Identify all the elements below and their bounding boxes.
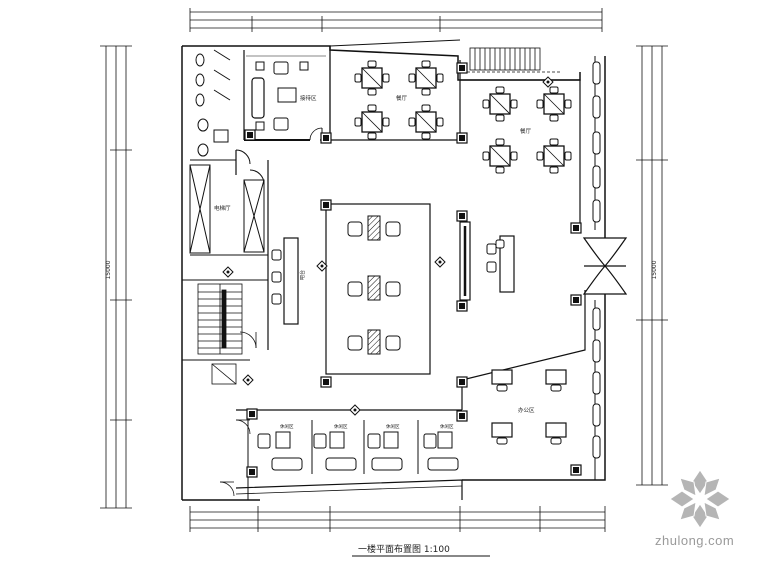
- dining-b-label: 餐厅: [520, 127, 532, 135]
- lounge-labels: 休闲区 休闲区 休闲区 休闲区: [280, 423, 454, 430]
- restroom-fixtures: [195, 49, 231, 157]
- office-label: 办公区: [518, 406, 535, 414]
- bottom-left-doors: [219, 419, 251, 497]
- dining-a-label: 餐厅: [396, 94, 408, 102]
- right-dimension-label: 15000: [651, 260, 658, 279]
- lounge-label-2: 休闲区: [334, 423, 348, 430]
- main-entrance-door: [582, 237, 628, 295]
- bar-counter: 吧台: [271, 237, 306, 325]
- drawing-title: 一楼平面布置图 1:100: [358, 543, 450, 555]
- left-dimension-label: 15000: [105, 260, 112, 279]
- lift-lobby: [189, 149, 265, 254]
- door-swing: [309, 127, 323, 141]
- lounge-label-4: 休闲区: [440, 423, 454, 430]
- bar-label: 吧台: [299, 270, 306, 280]
- stair-landing: [211, 363, 237, 385]
- lounge-label-3: 休闲区: [386, 423, 400, 430]
- decor-partition: [459, 221, 471, 301]
- stair-top: [462, 47, 560, 73]
- right-windows: [592, 61, 601, 459]
- lounge-label-1: 休闲区: [280, 423, 294, 430]
- office-area: 办公区: [491, 369, 567, 445]
- watermark-site: zhulong.com: [655, 533, 735, 548]
- central-dining: [325, 203, 431, 375]
- lift-lobby-label: 电梯厅: [214, 204, 231, 212]
- service-counter: [486, 235, 515, 293]
- stair-left: [197, 283, 257, 355]
- lounge-booths: [257, 420, 459, 474]
- reception-label: 接待区: [300, 94, 317, 102]
- dimension-lines: [100, 8, 668, 532]
- zhulong-logo-icon: [669, 469, 731, 529]
- dining-area-b: 餐厅: [482, 86, 572, 174]
- reception-lounge: 接待区: [246, 55, 326, 131]
